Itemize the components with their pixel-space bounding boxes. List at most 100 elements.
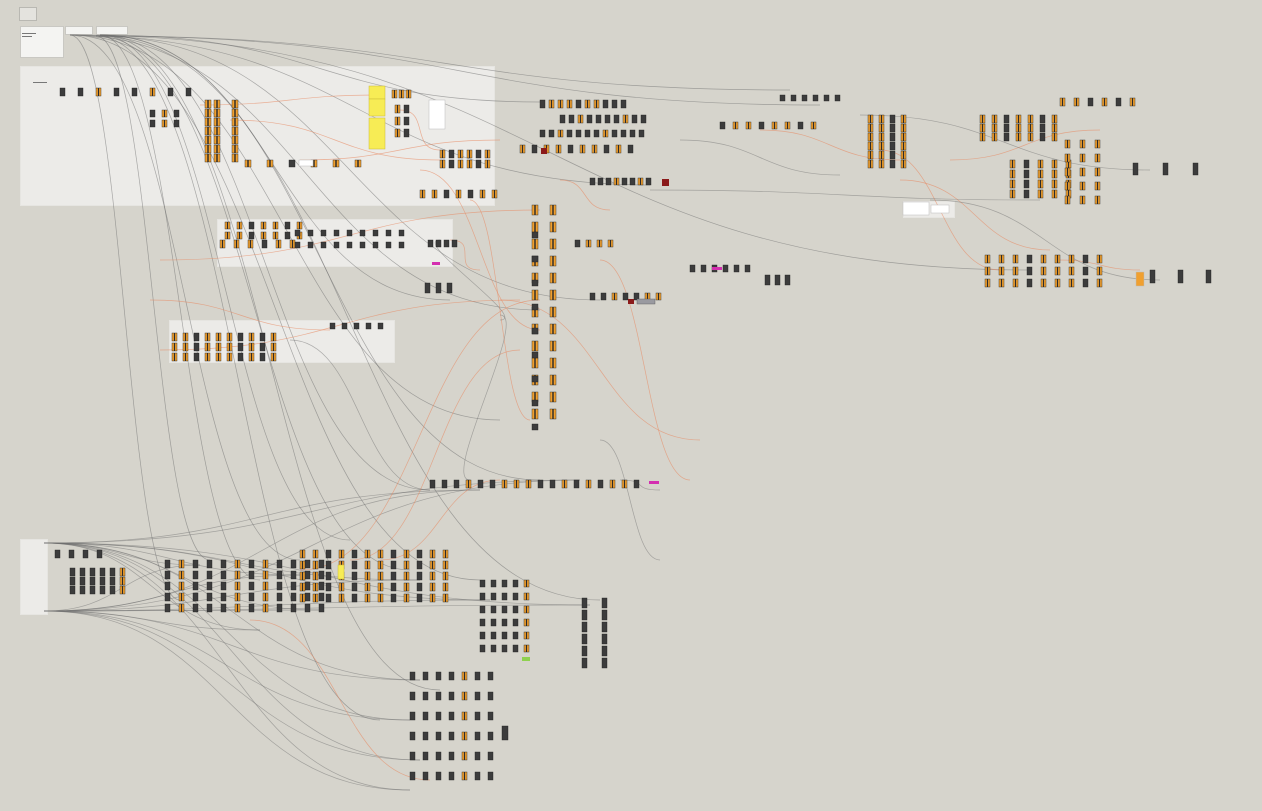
component[interactable] (164, 581, 171, 591)
component[interactable] (294, 229, 301, 237)
component[interactable] (448, 751, 455, 761)
component-core[interactable] (463, 772, 466, 780)
component-core[interactable] (173, 343, 176, 351)
component[interactable] (474, 751, 481, 761)
component[interactable] (581, 645, 588, 657)
component-core[interactable] (552, 256, 554, 266)
component-core[interactable] (396, 129, 399, 137)
component[interactable] (131, 87, 138, 97)
component-core[interactable] (534, 273, 536, 283)
component-core[interactable] (216, 136, 218, 144)
component-core[interactable] (902, 142, 905, 150)
component[interactable] (422, 771, 429, 781)
component-core[interactable] (314, 561, 317, 569)
component-core[interactable] (207, 154, 209, 162)
component-core[interactable] (184, 353, 187, 361)
component[interactable] (627, 144, 634, 154)
component[interactable] (479, 605, 486, 614)
component[interactable] (889, 123, 896, 133)
component[interactable] (475, 159, 482, 169)
component-core[interactable] (993, 133, 996, 141)
component-core[interactable] (272, 333, 275, 341)
error-component[interactable] (628, 299, 634, 304)
component[interactable] (220, 581, 227, 591)
component[interactable] (1003, 114, 1010, 124)
component[interactable] (304, 603, 311, 613)
component[interactable] (109, 585, 116, 595)
component[interactable] (605, 177, 612, 186)
component-core[interactable] (1096, 154, 1099, 162)
component[interactable] (613, 114, 620, 124)
component[interactable] (490, 579, 497, 588)
component-core[interactable] (747, 122, 750, 129)
component[interactable] (422, 691, 429, 701)
component[interactable] (206, 581, 213, 591)
component-core[interactable] (379, 572, 382, 580)
component-core[interactable] (568, 100, 571, 108)
component-core[interactable] (463, 712, 466, 720)
component-core[interactable] (457, 190, 460, 198)
component-core[interactable] (298, 222, 301, 229)
component[interactable] (1039, 114, 1046, 124)
component-core[interactable] (534, 239, 536, 249)
component[interactable] (889, 141, 896, 151)
component-core[interactable] (264, 582, 267, 590)
component[interactable] (501, 644, 508, 653)
component[interactable] (409, 731, 416, 741)
component-core[interactable] (228, 353, 231, 361)
component-core[interactable] (405, 594, 408, 602)
component[interactable] (631, 114, 638, 124)
component-core[interactable] (433, 190, 436, 198)
component[interactable] (284, 231, 291, 240)
component[interactable] (422, 671, 429, 681)
component[interactable] (774, 274, 781, 286)
component[interactable] (248, 603, 255, 613)
component-core[interactable] (314, 572, 317, 580)
component-core[interactable] (552, 324, 554, 334)
component-core[interactable] (880, 115, 883, 123)
component-core[interactable] (173, 353, 176, 361)
component-core[interactable] (552, 409, 554, 419)
component[interactable] (581, 633, 588, 645)
component[interactable] (475, 149, 482, 159)
component[interactable] (487, 711, 494, 721)
component[interactable] (248, 231, 255, 240)
component-core[interactable] (207, 127, 209, 135)
component-core[interactable] (467, 480, 470, 488)
component-core[interactable] (902, 133, 905, 141)
highlighted-component[interactable] (432, 262, 440, 265)
component[interactable] (764, 274, 771, 286)
component[interactable] (531, 327, 539, 335)
panel[interactable] (1135, 271, 1145, 287)
canvas-home-icon[interactable] (19, 7, 37, 21)
component-core[interactable] (1066, 196, 1069, 204)
component-core[interactable] (773, 122, 776, 129)
component-core[interactable] (250, 353, 253, 361)
component-core[interactable] (226, 232, 229, 239)
component[interactable] (164, 592, 171, 602)
component-core[interactable] (1014, 267, 1017, 275)
component[interactable] (237, 332, 244, 342)
component[interactable] (89, 576, 96, 586)
component-core[interactable] (525, 645, 528, 652)
component[interactable] (351, 582, 358, 592)
component[interactable] (276, 603, 283, 613)
component[interactable] (719, 121, 726, 130)
component-core[interactable] (552, 205, 554, 215)
component[interactable] (220, 603, 227, 613)
component[interactable] (889, 150, 896, 160)
component-core[interactable] (611, 480, 614, 488)
component[interactable] (220, 559, 227, 569)
component-core[interactable] (1096, 196, 1099, 204)
component[interactable] (722, 264, 729, 273)
component[interactable] (351, 571, 358, 581)
component[interactable] (192, 592, 199, 602)
component[interactable] (531, 399, 539, 407)
component[interactable] (633, 292, 640, 301)
component-core[interactable] (216, 145, 218, 153)
panel[interactable] (298, 159, 314, 167)
component[interactable] (416, 593, 423, 603)
component[interactable] (621, 177, 628, 186)
